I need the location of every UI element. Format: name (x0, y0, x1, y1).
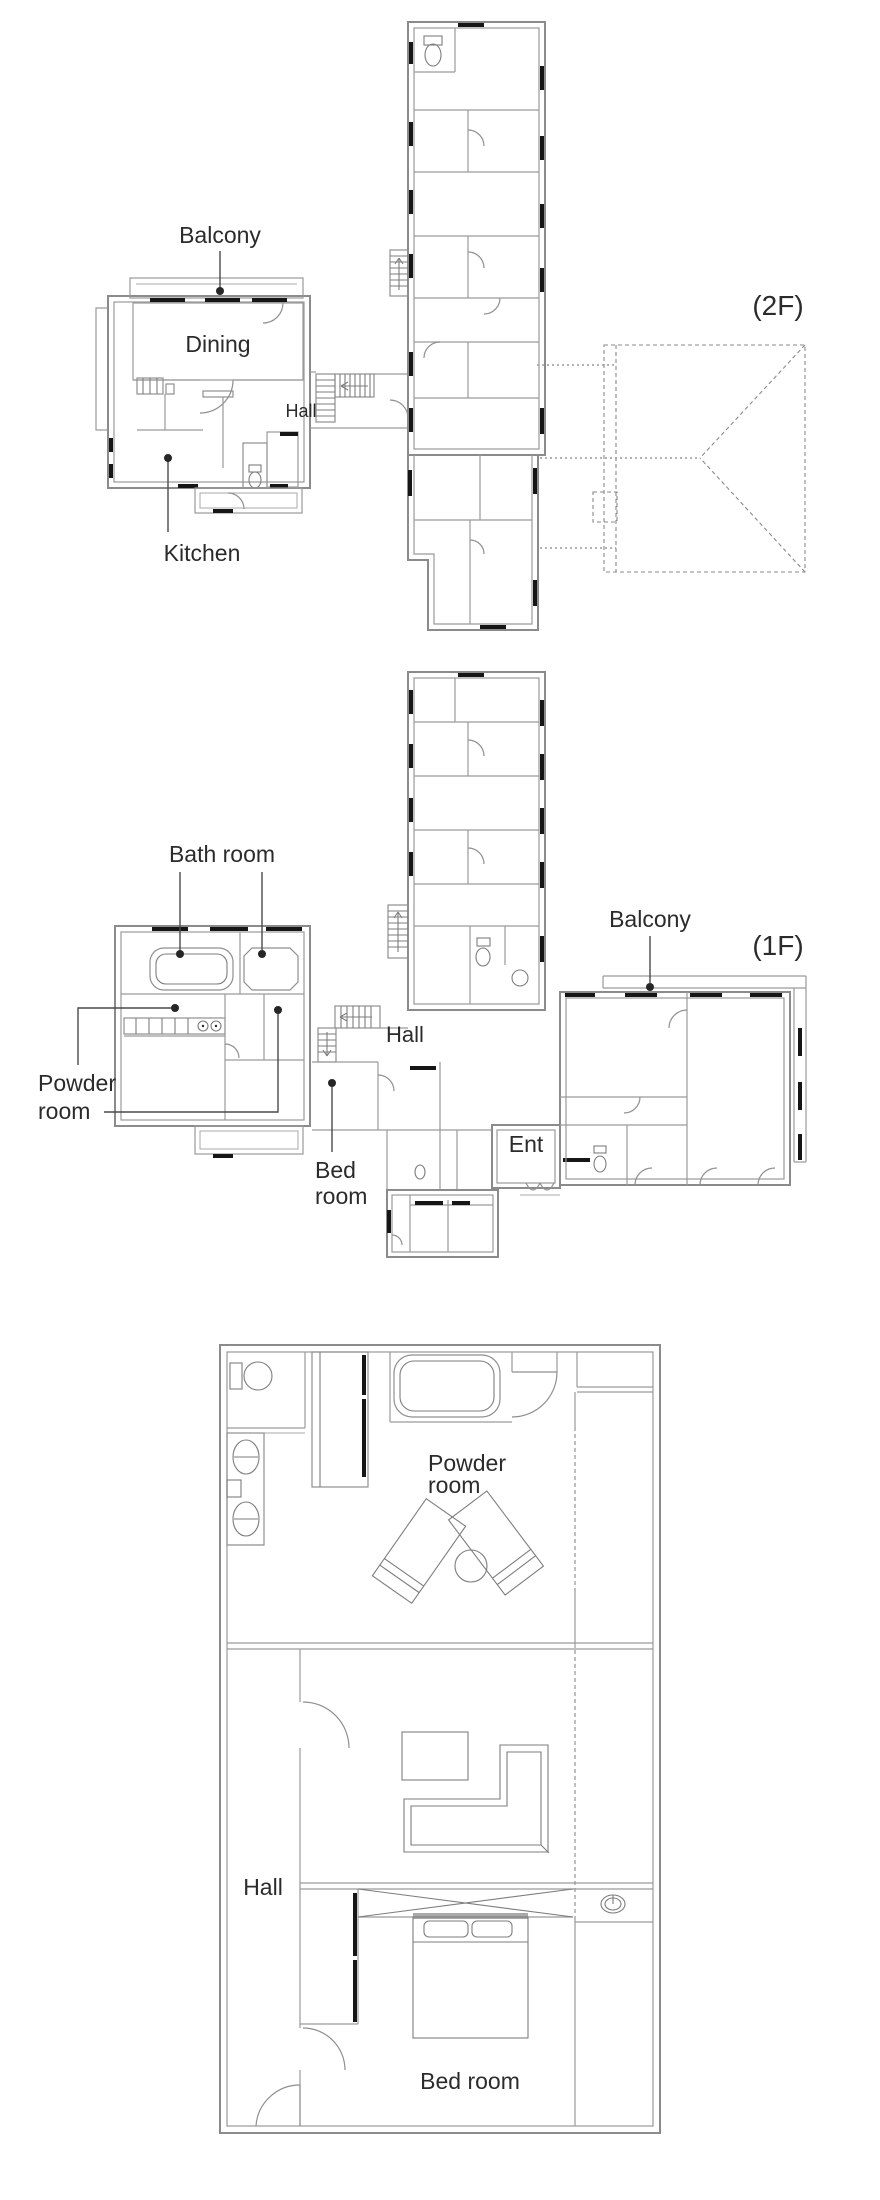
door-arc (302, 1701, 350, 1749)
hall-1f-label: Hall (386, 1022, 424, 1047)
hall-2f-label: Hall (285, 401, 316, 421)
balcony-1f-label: Balcony (609, 906, 691, 932)
toilet-2f (423, 35, 443, 67)
detail-right-column (574, 1352, 653, 2126)
powder-room-detail-label-line2: room (428, 1472, 480, 1498)
toilet-1f-small (414, 1164, 426, 1180)
detail-toilet-room (227, 1352, 306, 1434)
plan-detail: Powder room Hall Bed room (219, 1344, 661, 2134)
south-bump-1f (194, 1125, 304, 1158)
desk (401, 1731, 469, 1781)
bed-room-detail-label: Bed room (420, 2068, 520, 2094)
stair-annex-2f (389, 249, 409, 297)
dining-room (132, 302, 304, 381)
door-arc (467, 739, 485, 757)
kitchen-label: Kitchen (164, 540, 241, 566)
bed-room-1f-label-line2: room (315, 1183, 367, 1209)
plan-2f-north-wing (389, 21, 546, 631)
plan-1f-north-wing (387, 671, 546, 1011)
kitchen-counter (136, 377, 234, 398)
closet-strip (300, 1889, 359, 2025)
powder-counter-1f (123, 1017, 226, 1035)
door-arc (467, 251, 485, 269)
plan-1f-center: Ent (312, 1062, 590, 1258)
bath-room-label: Bath room (169, 841, 275, 867)
door-arc (377, 1074, 395, 1092)
shower-area (243, 947, 299, 991)
bathtub-1f (149, 947, 234, 991)
door-arc (423, 341, 441, 359)
staircase-1f (317, 1005, 381, 1063)
side-table (454, 1549, 488, 1583)
plan-2f-labels: Balcony Dining Kitchen (2F) (164, 222, 804, 566)
floor-tag-1f: (1F) (752, 930, 803, 961)
pillow (471, 1920, 513, 1938)
door-arc (623, 1096, 641, 1114)
door-arc (668, 1009, 688, 1029)
powder-room-1f-label-line2: room (38, 1098, 90, 1124)
lounge-chair (371, 1497, 467, 1605)
plan-2f: Hall (95, 21, 806, 631)
door-arc (511, 1371, 558, 1418)
stair-direction-arrow (340, 381, 368, 391)
south-bump-2f (194, 487, 303, 514)
door-arc (699, 1167, 718, 1186)
detail-sink-counter (226, 1432, 265, 1546)
pillow (423, 1920, 469, 1938)
sofa (403, 1744, 550, 1854)
door-arc (255, 2084, 301, 2127)
detail-living (401, 1731, 550, 1854)
south-tail-1f (386, 1189, 499, 1258)
powder-room-detail-label-line1: Powder (428, 1450, 506, 1476)
plan-detail-labels: Powder room Hall Bed room (243, 1450, 520, 2094)
wc-2f (242, 442, 268, 489)
floor-tag-2f: (2F) (752, 290, 803, 321)
washroom-1f (469, 926, 529, 1004)
detail-powder-room (371, 1490, 545, 1605)
roof-chimney (592, 491, 618, 523)
door-arc (483, 297, 501, 315)
door-arc (469, 539, 485, 555)
detail-hall (255, 1649, 350, 2127)
balcony-1f (602, 975, 807, 1163)
balcony-2f-label: Balcony (179, 222, 261, 248)
door-arc (302, 2027, 346, 2071)
dining-label: Dining (185, 331, 250, 357)
hall-detail-label: Hall (243, 1874, 283, 1900)
bathtub (393, 1354, 501, 1418)
door-arc (467, 129, 485, 147)
plan-1f-left-wing (114, 925, 311, 1158)
lounge-chair (447, 1490, 545, 1596)
door-arc (467, 847, 485, 865)
bed (412, 1913, 529, 2039)
bed-room-1f-label-line1: Bed (315, 1157, 356, 1183)
entrance-1f: Ent (491, 1124, 590, 1196)
detail-bedroom (300, 1882, 653, 2039)
toilet-tank (229, 1362, 243, 1390)
toilet-bowl (243, 1361, 273, 1391)
plan-1f-labels: Bath room Balcony (1F) Powder room Bed r… (38, 841, 804, 1209)
roof-outline-2f (537, 344, 806, 573)
door-arc (262, 302, 284, 324)
plan-1f-right-wing (559, 975, 807, 1186)
toilet-1f-right (593, 1145, 607, 1173)
powder-room-1f-label-line1: Powder (38, 1070, 116, 1096)
stair-annex-1f (387, 904, 409, 959)
plan-1f: Hall (38, 671, 807, 1258)
detail-wardrobe (311, 1351, 369, 1488)
door-arc (389, 399, 409, 419)
staircase-2f (315, 373, 375, 423)
door-arc (634, 1167, 653, 1186)
door-arc (757, 1167, 776, 1186)
detail-bath (389, 1352, 558, 1423)
ent-label: Ent (509, 1131, 544, 1157)
door-arc (224, 1043, 240, 1059)
hall-1f: Hall (312, 1005, 424, 1063)
futon-closet (357, 1888, 574, 1918)
plan-2f-left-wing (95, 277, 311, 514)
washbasin-room (575, 1894, 653, 1923)
